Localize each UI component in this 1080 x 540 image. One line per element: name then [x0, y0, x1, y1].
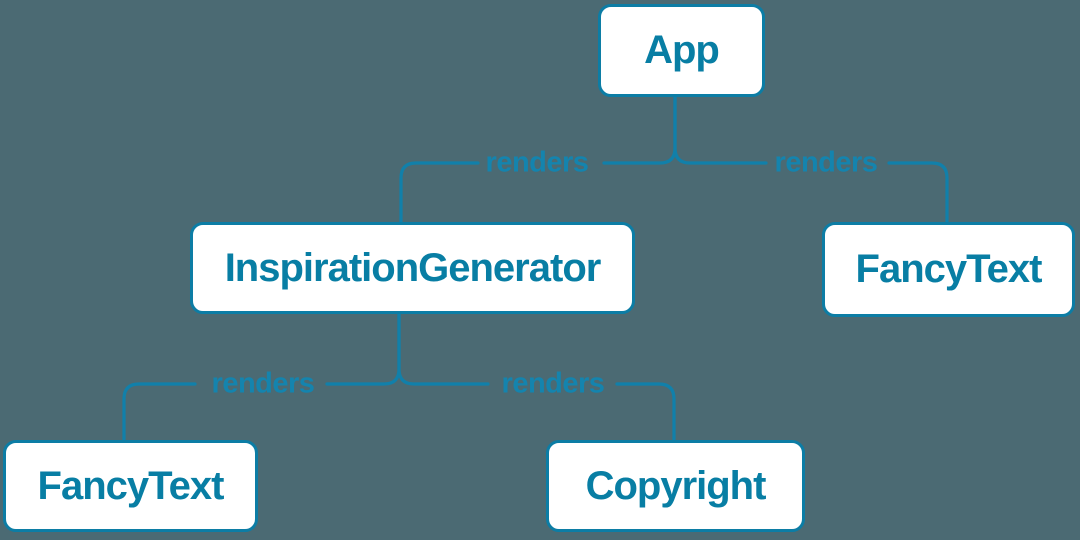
edge-label-inspirationgenerator-copyright: renders — [501, 367, 605, 400]
edge-inspirationgenerator-copyright-line — [397, 312, 676, 441]
edge-label-app-fancytext: renders — [774, 146, 878, 179]
edge-label-inspirationgenerator-fancytext: renders — [211, 367, 315, 400]
edge-label-app-inspirationgenerator: renders — [485, 146, 589, 179]
node-fancy-text-left: FancyText — [3, 440, 258, 532]
node-fancy-text-left-label: FancyText — [37, 463, 225, 508]
node-app: App — [598, 4, 765, 97]
node-inspiration-generator-label: InspirationGenerator — [224, 245, 602, 290]
node-app-label: App — [644, 28, 720, 72]
edge-app-fancytext-line — [673, 95, 949, 223]
node-fancy-text-right: FancyText — [822, 222, 1075, 317]
node-copyright: Copyright — [546, 440, 805, 532]
node-inspiration-generator: InspirationGenerator — [190, 222, 635, 314]
node-fancy-text-right-label: FancyText — [855, 247, 1043, 291]
node-copyright-label: Copyright — [585, 463, 767, 508]
